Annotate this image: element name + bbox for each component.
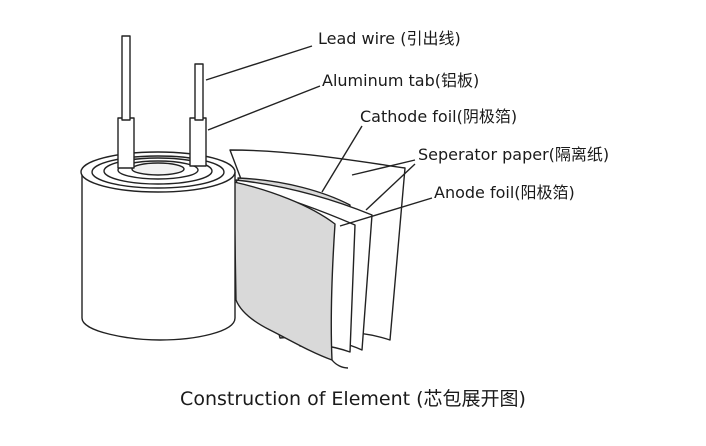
label-aluminum-tab: Aluminum tab(铝板) bbox=[322, 71, 480, 90]
cylinder-body bbox=[81, 172, 236, 341]
aluminum-tab-left bbox=[117, 117, 135, 169]
aluminum-tab-right bbox=[189, 117, 207, 167]
lead-wire-right bbox=[194, 63, 204, 121]
winding-ring-3 bbox=[117, 160, 199, 180]
leader-separator-1 bbox=[351, 159, 416, 176]
lead-wire-left bbox=[121, 35, 131, 121]
winding-core bbox=[131, 162, 185, 176]
leader-separator-2 bbox=[365, 163, 416, 211]
winding-ring-1 bbox=[91, 155, 225, 189]
label-anode-foil: Anode foil(阳极箔) bbox=[434, 183, 575, 202]
leader-cathode-foil bbox=[321, 125, 363, 193]
anode-foil-edge bbox=[331, 359, 349, 369]
leader-aluminum-tab bbox=[207, 85, 321, 131]
label-separator-paper: Seperator paper(隔离纸) bbox=[418, 145, 610, 164]
label-lead-wire: Lead wire (引出线) bbox=[318, 29, 461, 48]
label-cathode-foil: Cathode foil(阴极箔) bbox=[360, 107, 518, 126]
leader-lead-wire bbox=[205, 45, 313, 81]
leader-anode-foil bbox=[339, 197, 433, 227]
anode-foil-sheet bbox=[233, 181, 336, 361]
diagram-caption: Construction of Element (芯包展开图) bbox=[180, 388, 526, 410]
winding-ring-2 bbox=[103, 157, 213, 185]
